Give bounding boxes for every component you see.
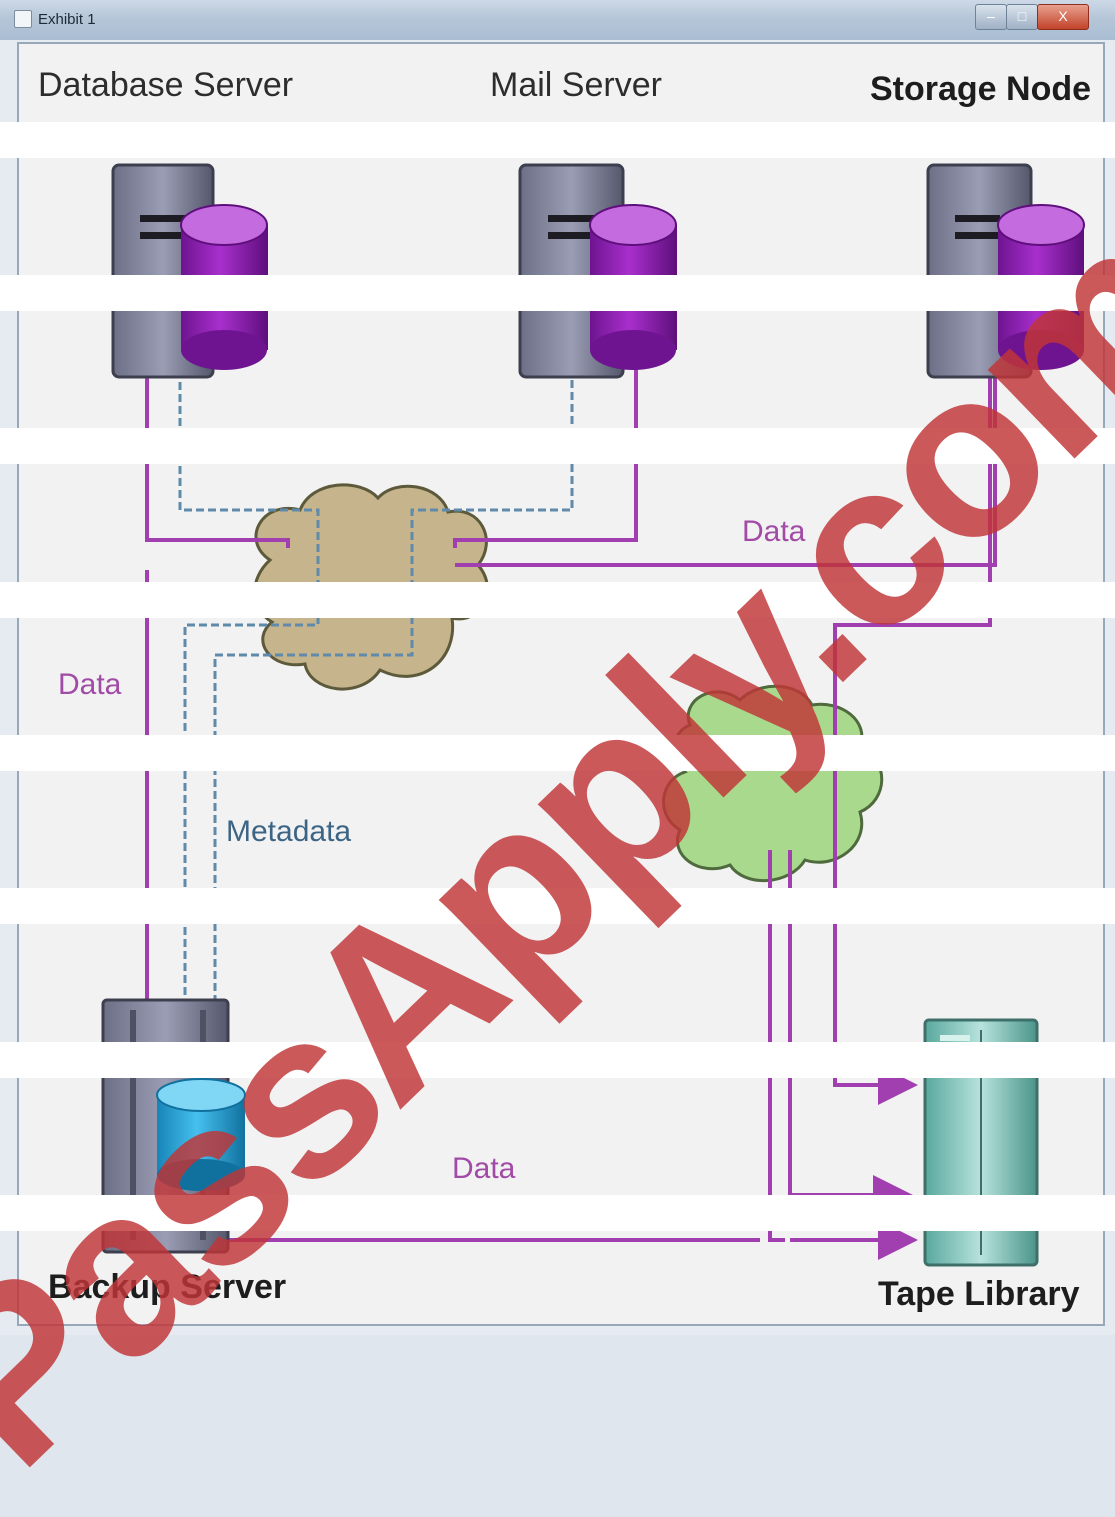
- title-bar[interactable]: Exhibit 1 – □ X: [0, 0, 1115, 40]
- storage-node-icon: [926, 163, 1085, 379]
- tape-library-label: Tape Library: [878, 1275, 1080, 1313]
- storage-node-label: Storage Node: [870, 70, 1092, 108]
- watermark-stripe: [0, 888, 1115, 924]
- maximize-button[interactable]: □: [1006, 4, 1038, 30]
- data-flow-label-left: Data: [58, 668, 122, 701]
- backup-server-label: Backup Server: [48, 1268, 287, 1306]
- watermark-stripe: [0, 275, 1115, 311]
- watermark-stripe: [0, 582, 1115, 618]
- metadata-flow-label: Metadata: [226, 815, 352, 848]
- data-flow-label-bottom: Data: [452, 1152, 516, 1185]
- java-app-icon: [14, 10, 32, 28]
- watermark-stripe: [0, 428, 1115, 464]
- san-cloud: [662, 684, 884, 883]
- database-server-icon: [111, 163, 268, 379]
- database-server-label: Database Server: [38, 66, 294, 104]
- watermark-stripe: [0, 1195, 1115, 1231]
- close-button[interactable]: X: [1037, 4, 1089, 30]
- mail-server-icon: [518, 163, 677, 379]
- watermark-stripe: [0, 1042, 1115, 1078]
- window-title: Exhibit 1: [38, 11, 96, 28]
- mail-server-label: Mail Server: [490, 66, 662, 104]
- watermark-stripe: [0, 735, 1115, 771]
- watermark-stripe: [0, 122, 1115, 158]
- data-flow-label-top: Data: [742, 515, 806, 548]
